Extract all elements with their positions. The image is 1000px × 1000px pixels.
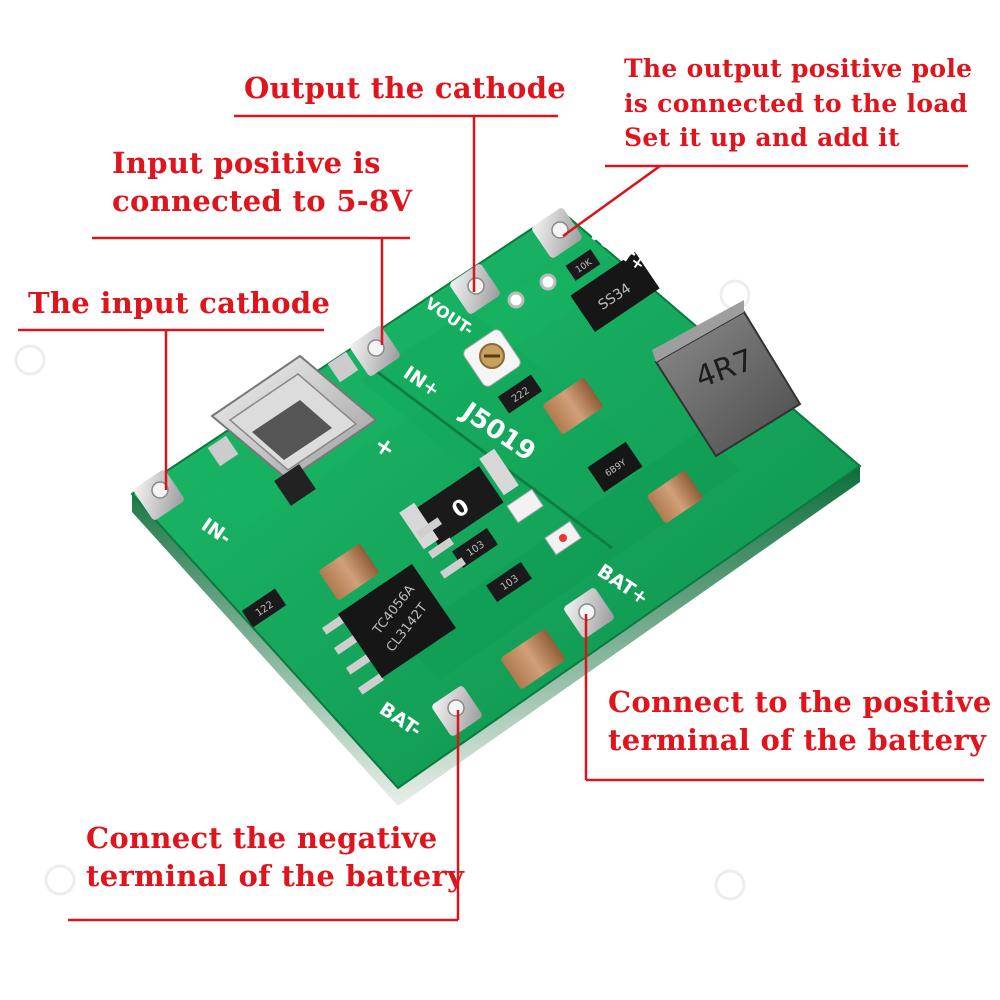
boost-ic: 6B9Y bbox=[587, 441, 643, 493]
resistor-103-a: 103 bbox=[451, 527, 499, 569]
callout-output-cathode: Output the cathode bbox=[244, 71, 567, 105]
resistor-10k: 10K bbox=[565, 249, 601, 281]
inductor: 4R7 bbox=[652, 300, 802, 458]
callout-battery-positive: Connect to the positive terminal of the … bbox=[608, 685, 992, 757]
solder-pads bbox=[134, 208, 614, 736]
resistor-103-b: 103 bbox=[485, 561, 533, 603]
charger-ic: TC4056A CL3142T bbox=[321, 517, 467, 695]
resistor-122: 122 bbox=[241, 588, 287, 628]
resistor-222: 222 bbox=[497, 374, 543, 414]
micro-usb-connector bbox=[207, 351, 378, 506]
pad-in-plus bbox=[350, 326, 400, 376]
small-resistors: 222 103 103 122 10K bbox=[241, 249, 601, 628]
leds bbox=[506, 488, 582, 556]
capacitors bbox=[319, 378, 703, 689]
callout-input-positive: Input positive is connected to 5-8V bbox=[112, 146, 413, 218]
through-holes bbox=[507, 273, 557, 309]
leader-lines bbox=[18, 114, 984, 922]
pad-in-minus bbox=[134, 470, 184, 520]
schottky-diode: SS34 bbox=[570, 251, 660, 333]
trimmer-pot bbox=[463, 329, 521, 387]
callout-output-positive: The output positive pole is connected to… bbox=[624, 54, 973, 152]
callout-input-cathode: The input cathode bbox=[28, 286, 331, 320]
pad-bat-plus bbox=[564, 588, 614, 638]
callout-battery-negative: Connect the negative terminal of the bat… bbox=[86, 821, 465, 893]
